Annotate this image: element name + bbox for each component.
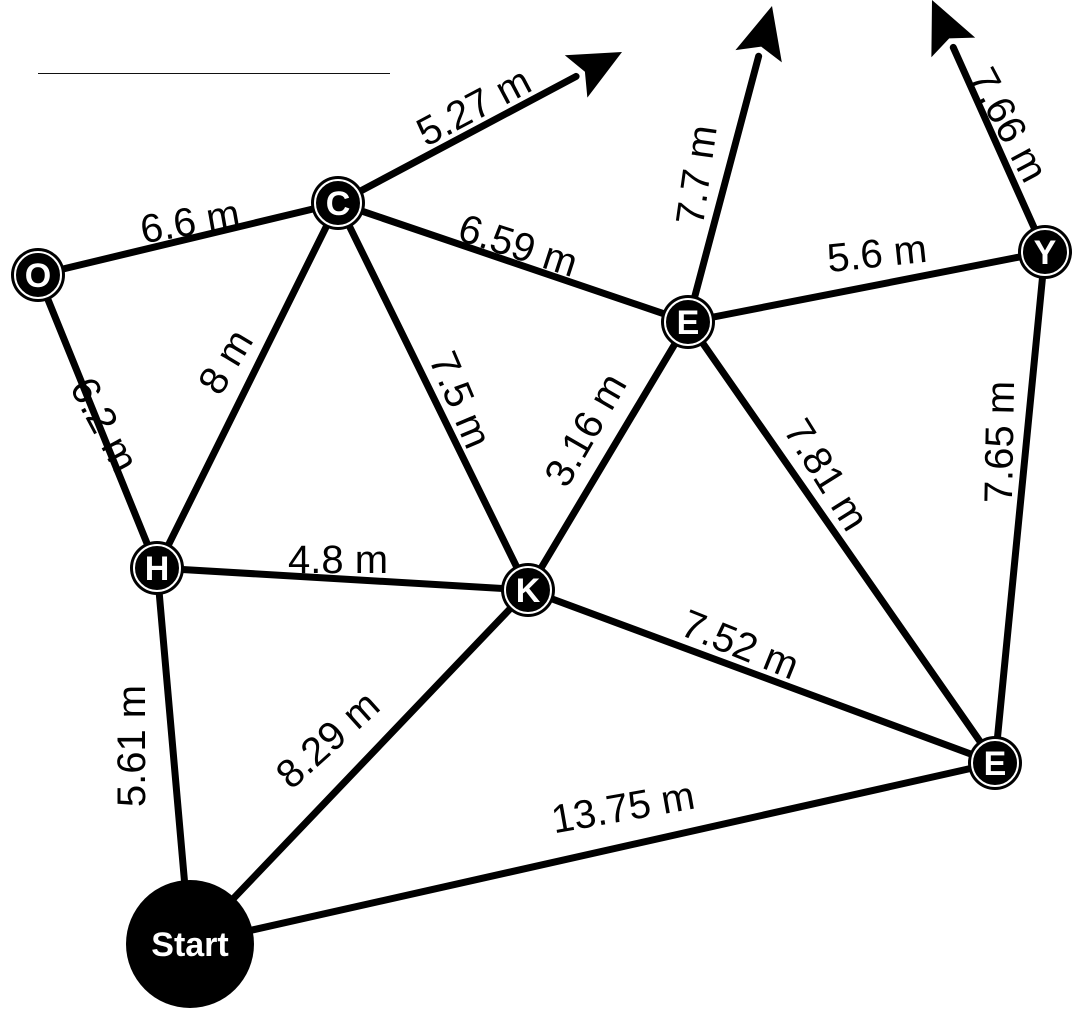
edge-label-h-k: 4.8 m bbox=[288, 538, 388, 582]
node-label-e2: E bbox=[984, 745, 1007, 783]
node-e1: E bbox=[661, 295, 715, 349]
edge-label-e1-y: 5.6 m bbox=[825, 227, 929, 281]
edge-y-e2 bbox=[995, 252, 1045, 763]
edge-k-start bbox=[190, 590, 528, 944]
edge-e1-e2 bbox=[688, 322, 995, 763]
edge-label-o-h: 6.2 m bbox=[61, 371, 147, 480]
exit-label-c-exit: 5.27 m bbox=[410, 59, 539, 155]
node-k: K bbox=[501, 563, 555, 617]
edge-label-k-start: 8.29 m bbox=[268, 683, 388, 798]
node-h: H bbox=[130, 541, 184, 595]
node-label-start: Start bbox=[151, 926, 228, 964]
node-y: Y bbox=[1018, 225, 1072, 279]
edge-label-h-start: 5.61 m bbox=[110, 685, 154, 807]
edge-label-c-e1: 6.59 m bbox=[453, 206, 583, 286]
node-label-c: C bbox=[326, 185, 351, 223]
node-label-h: H bbox=[145, 550, 170, 588]
node-c: C bbox=[311, 176, 365, 230]
edge-label-o-c: 6.6 m bbox=[137, 192, 243, 253]
node-start: Start bbox=[126, 880, 254, 1008]
nodes-layer: O C H K E Y E Start bbox=[11, 176, 1072, 1008]
edge-label-c-h: 8 m bbox=[190, 322, 262, 402]
node-o: O bbox=[11, 248, 65, 302]
node-label-k: K bbox=[516, 572, 541, 610]
node-label-y: Y bbox=[1034, 234, 1057, 272]
node-label-e1: E bbox=[677, 304, 700, 342]
exit-label-y-exit: 7.66 m bbox=[960, 61, 1056, 190]
edge-label-k-e2: 7.52 m bbox=[675, 602, 805, 689]
edge-c-h bbox=[157, 203, 338, 568]
edge-label-y-e2: 7.65 m bbox=[977, 380, 1023, 503]
node-e2: E bbox=[968, 736, 1022, 790]
node-label-o: O bbox=[25, 257, 51, 295]
